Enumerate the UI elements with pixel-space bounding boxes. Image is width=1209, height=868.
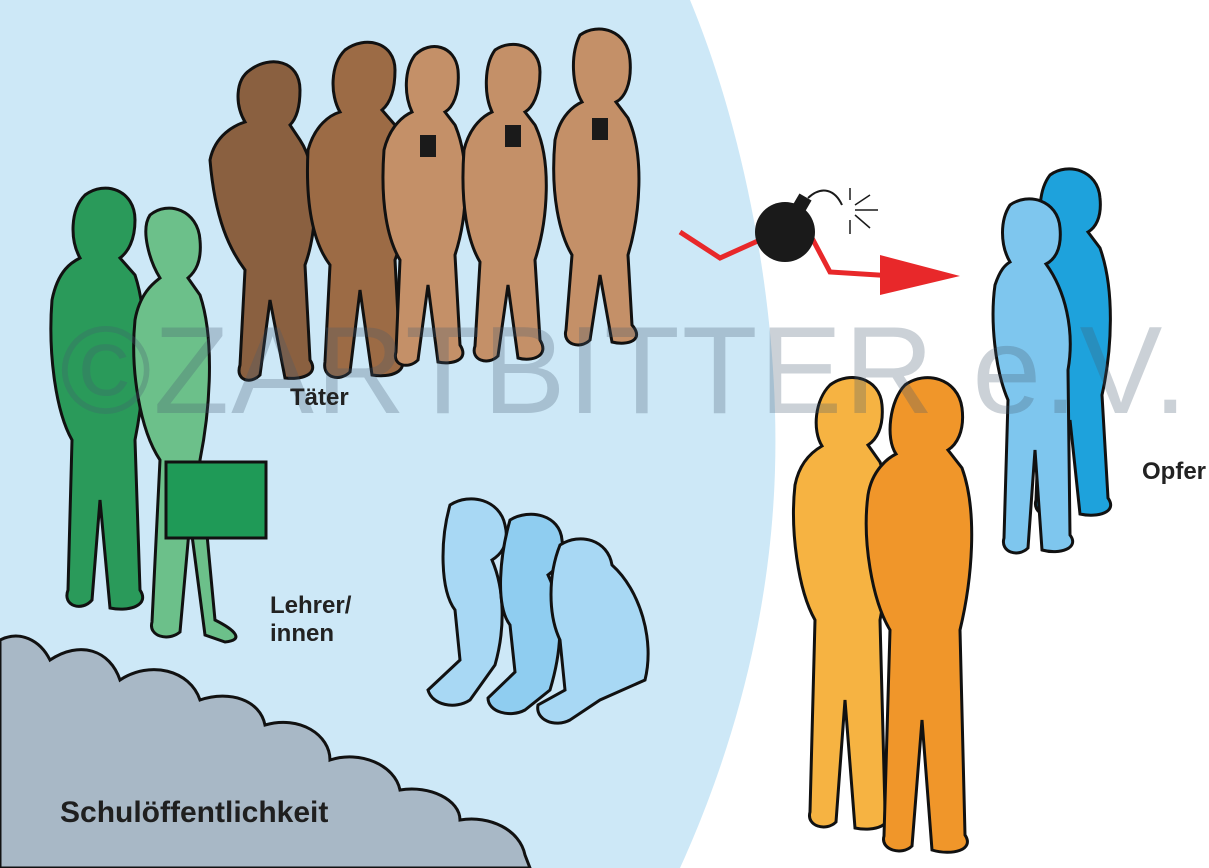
victims-label: Opfer — [1142, 458, 1206, 486]
briefcase-icon — [166, 462, 266, 538]
perpetrators-label: Täter — [290, 384, 349, 412]
teachers-label: Lehrer/ innen — [270, 592, 351, 647]
bystanders-standing — [794, 378, 972, 853]
arrow-head — [880, 255, 960, 295]
teachers-label-line2: innen — [270, 620, 351, 648]
school-public-label: Schulöffentlichkeit — [60, 796, 328, 831]
victims-group — [993, 169, 1111, 553]
phone-icon — [420, 135, 436, 157]
teachers-label-line1: Lehrer/ — [270, 592, 351, 620]
phone-icon — [592, 118, 608, 140]
phone-icon — [505, 125, 521, 147]
bystander-figure — [794, 378, 890, 830]
